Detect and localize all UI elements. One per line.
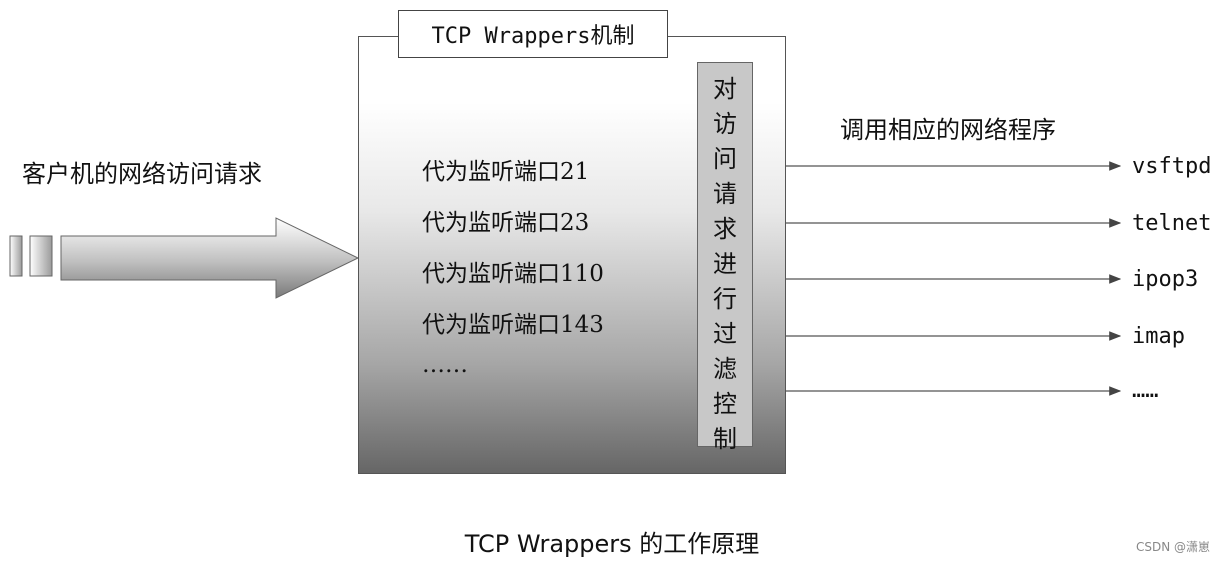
program-ellipsis: …… xyxy=(1132,378,1159,403)
watermark: CSDN @潇崽 xyxy=(1135,540,1210,554)
call-program-label: 调用相应的网络程序 xyxy=(840,116,1056,144)
filter-char: 滤 xyxy=(713,355,737,383)
filter-char: 求 xyxy=(713,215,737,243)
filter-char: 请 xyxy=(713,180,737,208)
client-request-label: 客户机的网络访问请求 xyxy=(22,160,262,188)
request-arrow xyxy=(60,217,360,299)
filter-control-bar: 对 访 问 请 求 进 行 过 滤 控 制 xyxy=(697,62,753,453)
filter-char: 行 xyxy=(713,285,737,313)
filter-char: 对 xyxy=(713,75,737,103)
arrow-stub-1 xyxy=(9,235,23,277)
port-item-23: 代为监听端口23 xyxy=(422,210,590,236)
port-item-110: 代为监听端口110 xyxy=(422,261,604,287)
port-item-ellipsis: …… xyxy=(422,352,468,378)
filter-char: 进 xyxy=(713,250,737,278)
filter-char: 制 xyxy=(713,425,737,453)
program-ipop3: ipop3 xyxy=(1132,267,1199,292)
port-item-21: 代为监听端口21 xyxy=(422,159,590,185)
program-telnet: telnet xyxy=(1132,211,1212,236)
diagram-title: TCP Wrappers机制 xyxy=(398,10,668,58)
port-item-143: 代为监听端口143 xyxy=(422,312,604,338)
filter-char: 控 xyxy=(713,390,737,418)
program-vsftpd: vsftpd xyxy=(1132,154,1212,179)
filter-char: 过 xyxy=(713,320,737,348)
program-connectors xyxy=(786,161,1122,396)
figure-caption: TCP Wrappers 的工作原理 xyxy=(464,530,760,558)
arrow-stub-2 xyxy=(29,235,53,277)
filter-char: 访 xyxy=(713,110,737,138)
program-imap: imap xyxy=(1132,324,1185,349)
filter-char: 问 xyxy=(713,145,737,173)
